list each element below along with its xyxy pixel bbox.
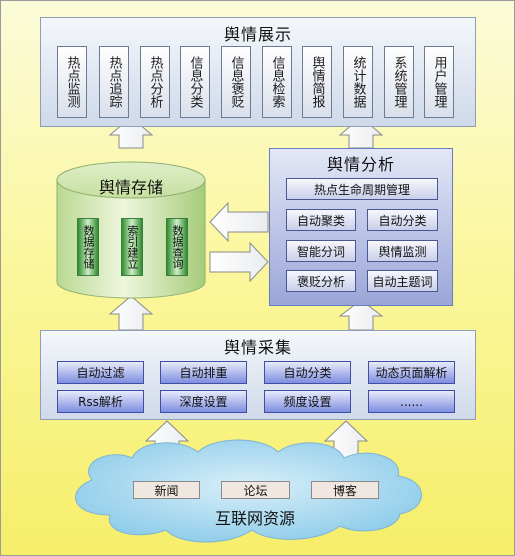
display-item-user-admin: 用户管理 [424,46,454,118]
display-item-hotspot-track: 热点追踪 [99,46,129,118]
storage-title: 舆情存储 [98,178,163,197]
analysis-item-auto-cluster: 自动聚类 [286,209,356,231]
display-item-hotspot-analysis: 热点分析 [140,46,170,118]
display-item-hotspot-monitor: 热点监测 [57,46,87,118]
internet-source-forum: 论坛 [221,481,290,499]
collection-item-frequency: 频度设置 [264,390,351,413]
display-panel-title: 舆情展示 [223,25,292,44]
collection-item-dedupe: 自动排重 [160,361,247,384]
storage-item-index: 索引建立 [121,218,143,276]
display-item-system-admin: 系统管理 [384,46,414,118]
storage-item-query: 数据查询 [166,218,188,276]
arrow-storage-to-analysis [209,241,269,283]
internet-source-news: 新闻 [133,481,200,499]
analysis-item-lifecycle: 热点生命周期管理 [286,178,438,200]
arrow-collection-to-storage [108,295,154,331]
analysis-item-monitor: 舆情监测 [367,240,438,262]
display-item-statistics: 统计数据 [343,46,373,118]
display-item-brief: 舆情简报 [302,46,332,118]
collection-item-rss: Rss解析 [57,390,144,413]
internet-source-blog: 博客 [311,481,379,499]
display-item-info-search: 信息检索 [262,46,292,118]
analysis-item-sentiment: 褒贬分析 [286,270,356,292]
analysis-item-auto-classify: 自动分类 [367,209,438,231]
collection-item-more: ...... [368,390,455,413]
storage-item-data-store: 数据存储 [77,218,99,276]
analysis-item-auto-keyword: 自动主题词 [367,270,438,292]
analysis-panel-title: 舆情分析 [326,155,395,174]
collection-item-dynamic-page: 动态页面解析 [368,361,455,384]
arrow-analysis-to-storage [209,201,269,243]
display-item-info-sentiment: 信息褒贬 [221,46,251,118]
arrow-collection-to-analysis [338,299,384,331]
collection-item-auto-filter: 自动过滤 [57,361,144,384]
analysis-item-word-seg: 智能分词 [286,240,356,262]
display-item-info-classify: 信息分类 [180,46,210,118]
internet-title: 互联网资源 [214,509,295,528]
collection-item-depth: 深度设置 [160,390,247,413]
collection-item-auto-classify: 自动分类 [264,361,351,384]
collection-panel-title: 舆情采集 [223,338,292,357]
